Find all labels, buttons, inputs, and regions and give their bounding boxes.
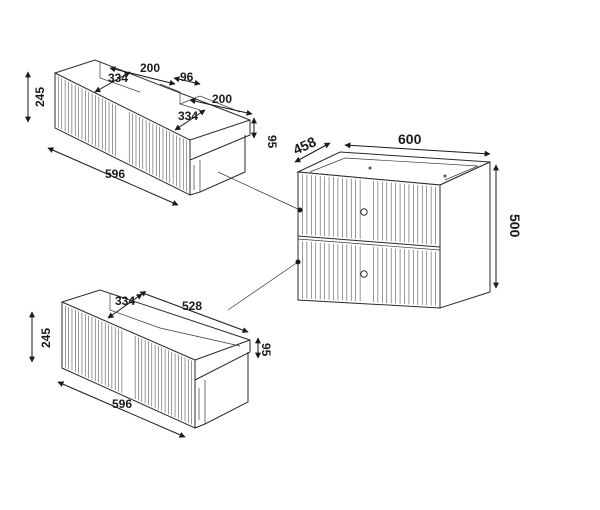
cabinet-screw-icon: [443, 174, 447, 178]
cabinet: 458 600 500: [291, 131, 523, 309]
top-drawer-compartment-right-dimension: [189, 98, 253, 116]
cabinet-side: [439, 161, 491, 309]
top-drawer-compartment-left-label: 200: [140, 61, 160, 75]
cabinet-width-dimension: [344, 142, 491, 157]
bottom-drawer-inner-depth-dimension: [107, 293, 143, 319]
top-drawer-knob-icon[interactable]: [360, 208, 368, 216]
bottom-drawer-side-height-label: 95: [259, 343, 273, 357]
top-drawer-side: [189, 135, 246, 196]
top-drawer-inner-depth-right-label: 334: [178, 109, 198, 123]
top-drawer-leader-dot: [297, 207, 303, 213]
cabinet-height-label: 500: [507, 214, 523, 238]
top-drawer-width-label: 596: [105, 167, 125, 181]
top-drawer-compartment-left-dimension: [109, 66, 176, 86]
top-drawer-divider-dimension: [173, 76, 201, 86]
cabinet-depth-dimension: [294, 142, 331, 163]
bottom-drawer-leader: [227, 261, 299, 311]
cabinet-screw-icon: [368, 166, 372, 170]
top-drawer-compartment-right-label: 200: [212, 92, 232, 106]
top-drawer: 245 596 334 200 96 200 334 95: [25, 59, 279, 206]
top-drawer-height-label: 245: [33, 87, 47, 107]
top-drawer-width-dimension: [47, 147, 179, 206]
cabinet-depth-label: 458: [291, 133, 319, 157]
bottom-drawer-right-top-edge: [194, 339, 251, 361]
bottom-drawer-width-dimension: [57, 381, 186, 438]
top-drawer-right-top-edge: [189, 119, 251, 141]
bottom-drawer-leader-dot: [295, 259, 301, 265]
cabinet-drawer-split-gap: [297, 238, 441, 251]
bottom-drawer-width-label: 596: [112, 397, 132, 411]
cabinet-width-label: 600: [398, 131, 422, 147]
bottom-drawer-side: [194, 352, 249, 429]
top-drawer-side-height-label: 95: [265, 135, 279, 149]
bottom-drawer-height-label: 245: [39, 328, 53, 348]
bottom-drawer-inner-width-dimension: [139, 291, 249, 333]
top-drawer-divider-label: 96: [180, 70, 194, 84]
cabinet-drawer-split: [297, 235, 441, 248]
bottom-drawer-inner-width-label: 528: [182, 299, 202, 313]
leader-lines: [217, 171, 303, 311]
cabinet-top-rim: [309, 157, 479, 181]
bottom-drawer-inner-depth-label: 334: [115, 294, 135, 308]
bottom-drawer-knob-icon[interactable]: [360, 270, 368, 278]
top-drawer-leader: [217, 171, 301, 211]
top-drawer-inner-depth-left-label: 334: [108, 71, 128, 85]
cabinet-front-face: [297, 171, 441, 309]
top-drawer-inner-depth-right-dimension: [174, 109, 206, 131]
cabinet-flutes: [302, 174, 436, 306]
bottom-drawer: 245 596 334 528 95: [29, 289, 273, 438]
